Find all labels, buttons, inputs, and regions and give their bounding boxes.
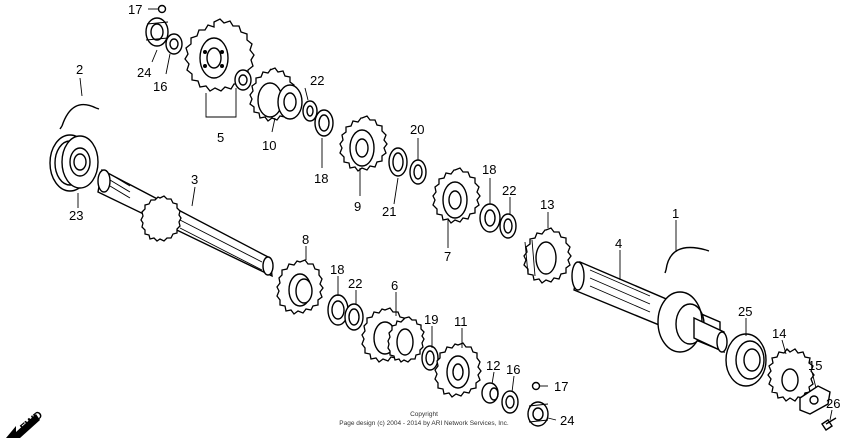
part-3-mainshaft[interactable] xyxy=(97,168,274,278)
label-part-6[interactable]: 6 xyxy=(391,278,398,293)
part-2-snap-ring[interactable] xyxy=(59,103,100,130)
part-21-washer[interactable] xyxy=(388,147,408,177)
label-part-5[interactable]: 5 xyxy=(217,130,224,145)
label-part-26[interactable]: 26 xyxy=(826,396,840,411)
label-part-9[interactable]: 9 xyxy=(354,199,361,214)
label-part-7[interactable]: 7 xyxy=(444,249,451,264)
fwd-label: FWD xyxy=(18,409,45,434)
label-part-16-top[interactable]: 16 xyxy=(153,79,167,94)
label-part-17-top[interactable]: 17 xyxy=(128,2,142,17)
label-part-23[interactable]: 23 xyxy=(69,208,83,223)
part-9-gear[interactable] xyxy=(339,115,388,172)
part-10-gear[interactable] xyxy=(249,67,303,122)
part-26-bolt[interactable] xyxy=(821,417,837,431)
label-part-24-lower[interactable]: 24 xyxy=(560,413,574,428)
label-part-18-lower[interactable]: 18 xyxy=(330,262,344,277)
part-17-washer-lower[interactable] xyxy=(531,381,541,391)
part-17-washer-top[interactable] xyxy=(157,4,167,14)
label-part-22-lower[interactable]: 22 xyxy=(348,276,362,291)
copyright-line-1: Copyright xyxy=(410,411,438,418)
label-part-25[interactable]: 25 xyxy=(738,304,752,319)
label-part-18-top[interactable]: 18 xyxy=(314,171,328,186)
part-15-fixing-plate[interactable] xyxy=(799,385,831,415)
label-part-3[interactable]: 3 xyxy=(191,172,198,187)
label-part-22-top[interactable]: 22 xyxy=(310,73,324,88)
label-part-17-lower[interactable]: 17 xyxy=(554,379,568,394)
part-16-washer-lower[interactable] xyxy=(501,390,519,414)
part-7-gear[interactable] xyxy=(432,167,481,224)
label-part-21[interactable]: 21 xyxy=(382,204,396,219)
part-13-gear[interactable] xyxy=(523,227,572,284)
part-18-washer-top[interactable] xyxy=(314,109,334,137)
copyright-notice: Copyright Page design (c) 2004 - 2014 by… xyxy=(339,411,509,427)
label-part-24-top[interactable]: 24 xyxy=(137,65,151,80)
label-part-12[interactable]: 12 xyxy=(486,358,500,373)
part-5-bushing[interactable] xyxy=(234,69,252,91)
leader-lines xyxy=(77,49,833,421)
part-8-gear[interactable] xyxy=(276,259,324,315)
callout-labels: 17 24 16 22 5 10 18 2 20 9 21 3 23 18 22… xyxy=(69,2,840,428)
part-16-washer-top[interactable] xyxy=(165,33,183,55)
part-25-oil-seal[interactable] xyxy=(725,333,767,387)
label-part-4[interactable]: 4 xyxy=(615,236,622,251)
part-4-countershaft[interactable] xyxy=(571,261,728,354)
label-part-18-middle[interactable]: 18 xyxy=(482,162,496,177)
part-22-circlip-lower[interactable] xyxy=(344,303,364,331)
part-1-snap-ring[interactable] xyxy=(664,246,710,274)
part-22-circlip-top[interactable] xyxy=(302,100,318,122)
part-6-gear[interactable] xyxy=(361,307,425,363)
label-part-13[interactable]: 13 xyxy=(540,197,554,212)
part-19-washer[interactable] xyxy=(421,345,439,371)
forward-direction-indicator: FWD xyxy=(6,409,45,438)
part-22-circlip-middle[interactable] xyxy=(499,213,517,239)
part-24-needle-bearing-top[interactable] xyxy=(145,17,169,47)
label-part-19[interactable]: 19 xyxy=(424,312,438,327)
copyright-line-2: Page design (c) 2004 - 2014 by ARI Netwo… xyxy=(339,420,509,427)
label-part-22-middle[interactable]: 22 xyxy=(502,183,516,198)
part-24-needle-bearing-lower[interactable] xyxy=(527,401,549,427)
label-part-1[interactable]: 1 xyxy=(672,206,679,221)
part-23-ball-bearing[interactable] xyxy=(49,134,99,192)
part-14-drive-sprocket[interactable] xyxy=(767,348,815,402)
label-part-14[interactable]: 14 xyxy=(772,326,786,341)
label-part-11[interactable]: 11 xyxy=(454,314,468,329)
label-part-20[interactable]: 20 xyxy=(410,122,424,137)
label-part-8[interactable]: 8 xyxy=(302,232,309,247)
label-part-2[interactable]: 2 xyxy=(76,62,83,77)
label-part-10[interactable]: 10 xyxy=(262,138,276,153)
part-20-washer[interactable] xyxy=(409,159,427,185)
label-part-15[interactable]: 15 xyxy=(808,358,822,373)
part-12-bushing[interactable] xyxy=(481,382,499,404)
forward-arrow-icon xyxy=(6,414,40,438)
part-11-gear[interactable] xyxy=(434,342,482,398)
part-18-washer-middle[interactable] xyxy=(479,203,501,233)
label-part-16-lower[interactable]: 16 xyxy=(506,362,520,377)
